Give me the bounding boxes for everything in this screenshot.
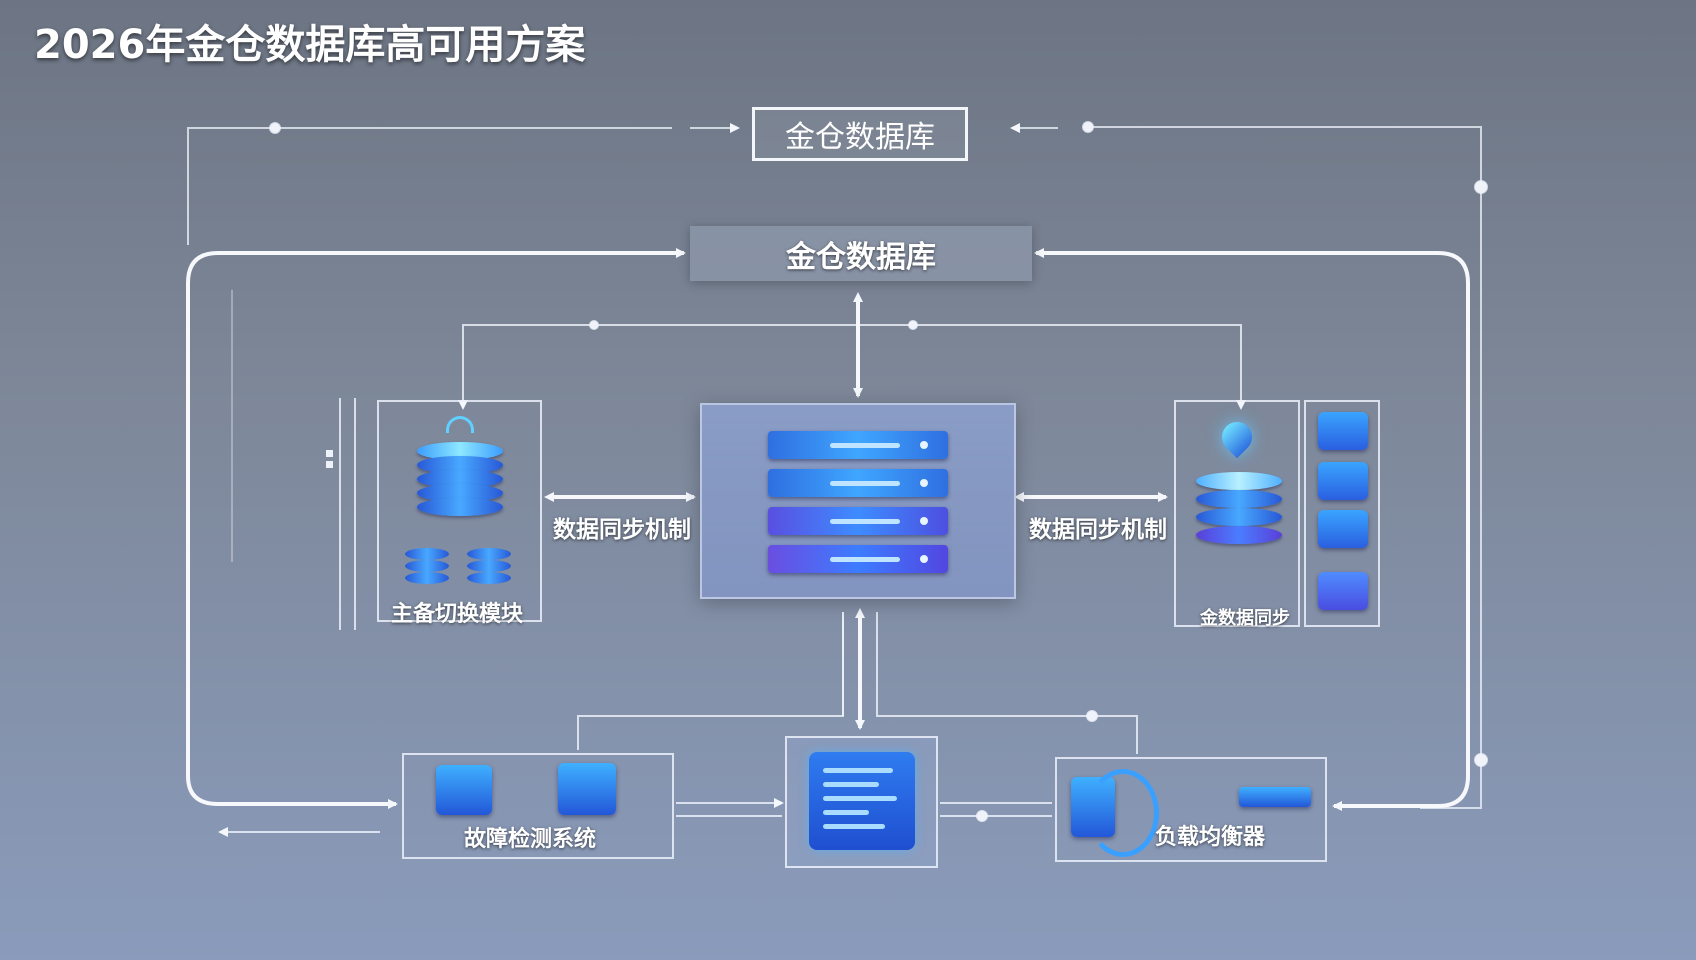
top-right-connector	[1088, 126, 1482, 809]
grid-tile-icon	[1318, 462, 1368, 500]
failover-module-label: 主备切换模块	[391, 602, 524, 627]
load-balancer-node: 负载均衡器	[1055, 757, 1327, 862]
document-tile-icon	[1318, 510, 1368, 548]
location-pin-icon	[1215, 415, 1259, 459]
mid-database-node: 金仓数据库	[690, 226, 1032, 281]
fault-detection-label: 故障检测系统	[464, 827, 597, 852]
top-left-connector	[187, 127, 672, 245]
monitor-gear-icon	[558, 763, 616, 815]
top-database-node: 金仓数据库	[752, 107, 968, 161]
server-unit-2	[768, 469, 948, 497]
top-database-label: 金仓数据库	[785, 120, 935, 155]
router-icon	[1239, 787, 1311, 807]
database-cylinder-icon	[1196, 472, 1286, 562]
server-tile-icon	[1318, 572, 1368, 610]
data-sync-module-node: 金数据同步	[1174, 400, 1300, 629]
right-sync-label: 数据同步机制	[1029, 517, 1167, 543]
server-unit-1	[768, 431, 948, 459]
page-title: 2026年金仓数据库高可用方案	[34, 22, 586, 68]
balancer-arc-icon	[1087, 769, 1159, 857]
branch-bottom-right	[876, 612, 1138, 754]
branch-left	[458, 324, 858, 410]
server-rack-icon	[436, 765, 492, 815]
load-balancer-label: 负载均衡器	[1155, 825, 1266, 850]
data-sync-module-label: 金数据同步	[1200, 608, 1290, 629]
failover-module-node: 主备切换模块	[377, 400, 542, 627]
small-db-icon-left	[405, 548, 451, 592]
mid-database-label: 金仓数据库	[786, 239, 936, 275]
storage-tiles-panel	[1304, 400, 1380, 627]
code-screen-icon	[809, 752, 915, 850]
right-loop	[1036, 251, 1470, 811]
folder-tile-icon	[1318, 412, 1368, 450]
monitoring-console-node	[785, 736, 938, 868]
left-loop	[186, 251, 680, 809]
wifi-signal-icon	[446, 416, 474, 433]
branch-right	[858, 324, 1246, 410]
server-unit-3	[768, 507, 948, 535]
left-sync-label: 数据同步机制	[553, 517, 691, 543]
server-unit-4	[768, 545, 948, 573]
fault-detection-node: 故障检测系统	[402, 753, 674, 859]
central-server-node	[700, 403, 1016, 599]
small-db-icon-right	[467, 548, 513, 592]
database-stack-icon	[417, 442, 507, 522]
branch-bottom-left	[577, 612, 844, 750]
left-indicator-dots	[326, 450, 334, 474]
